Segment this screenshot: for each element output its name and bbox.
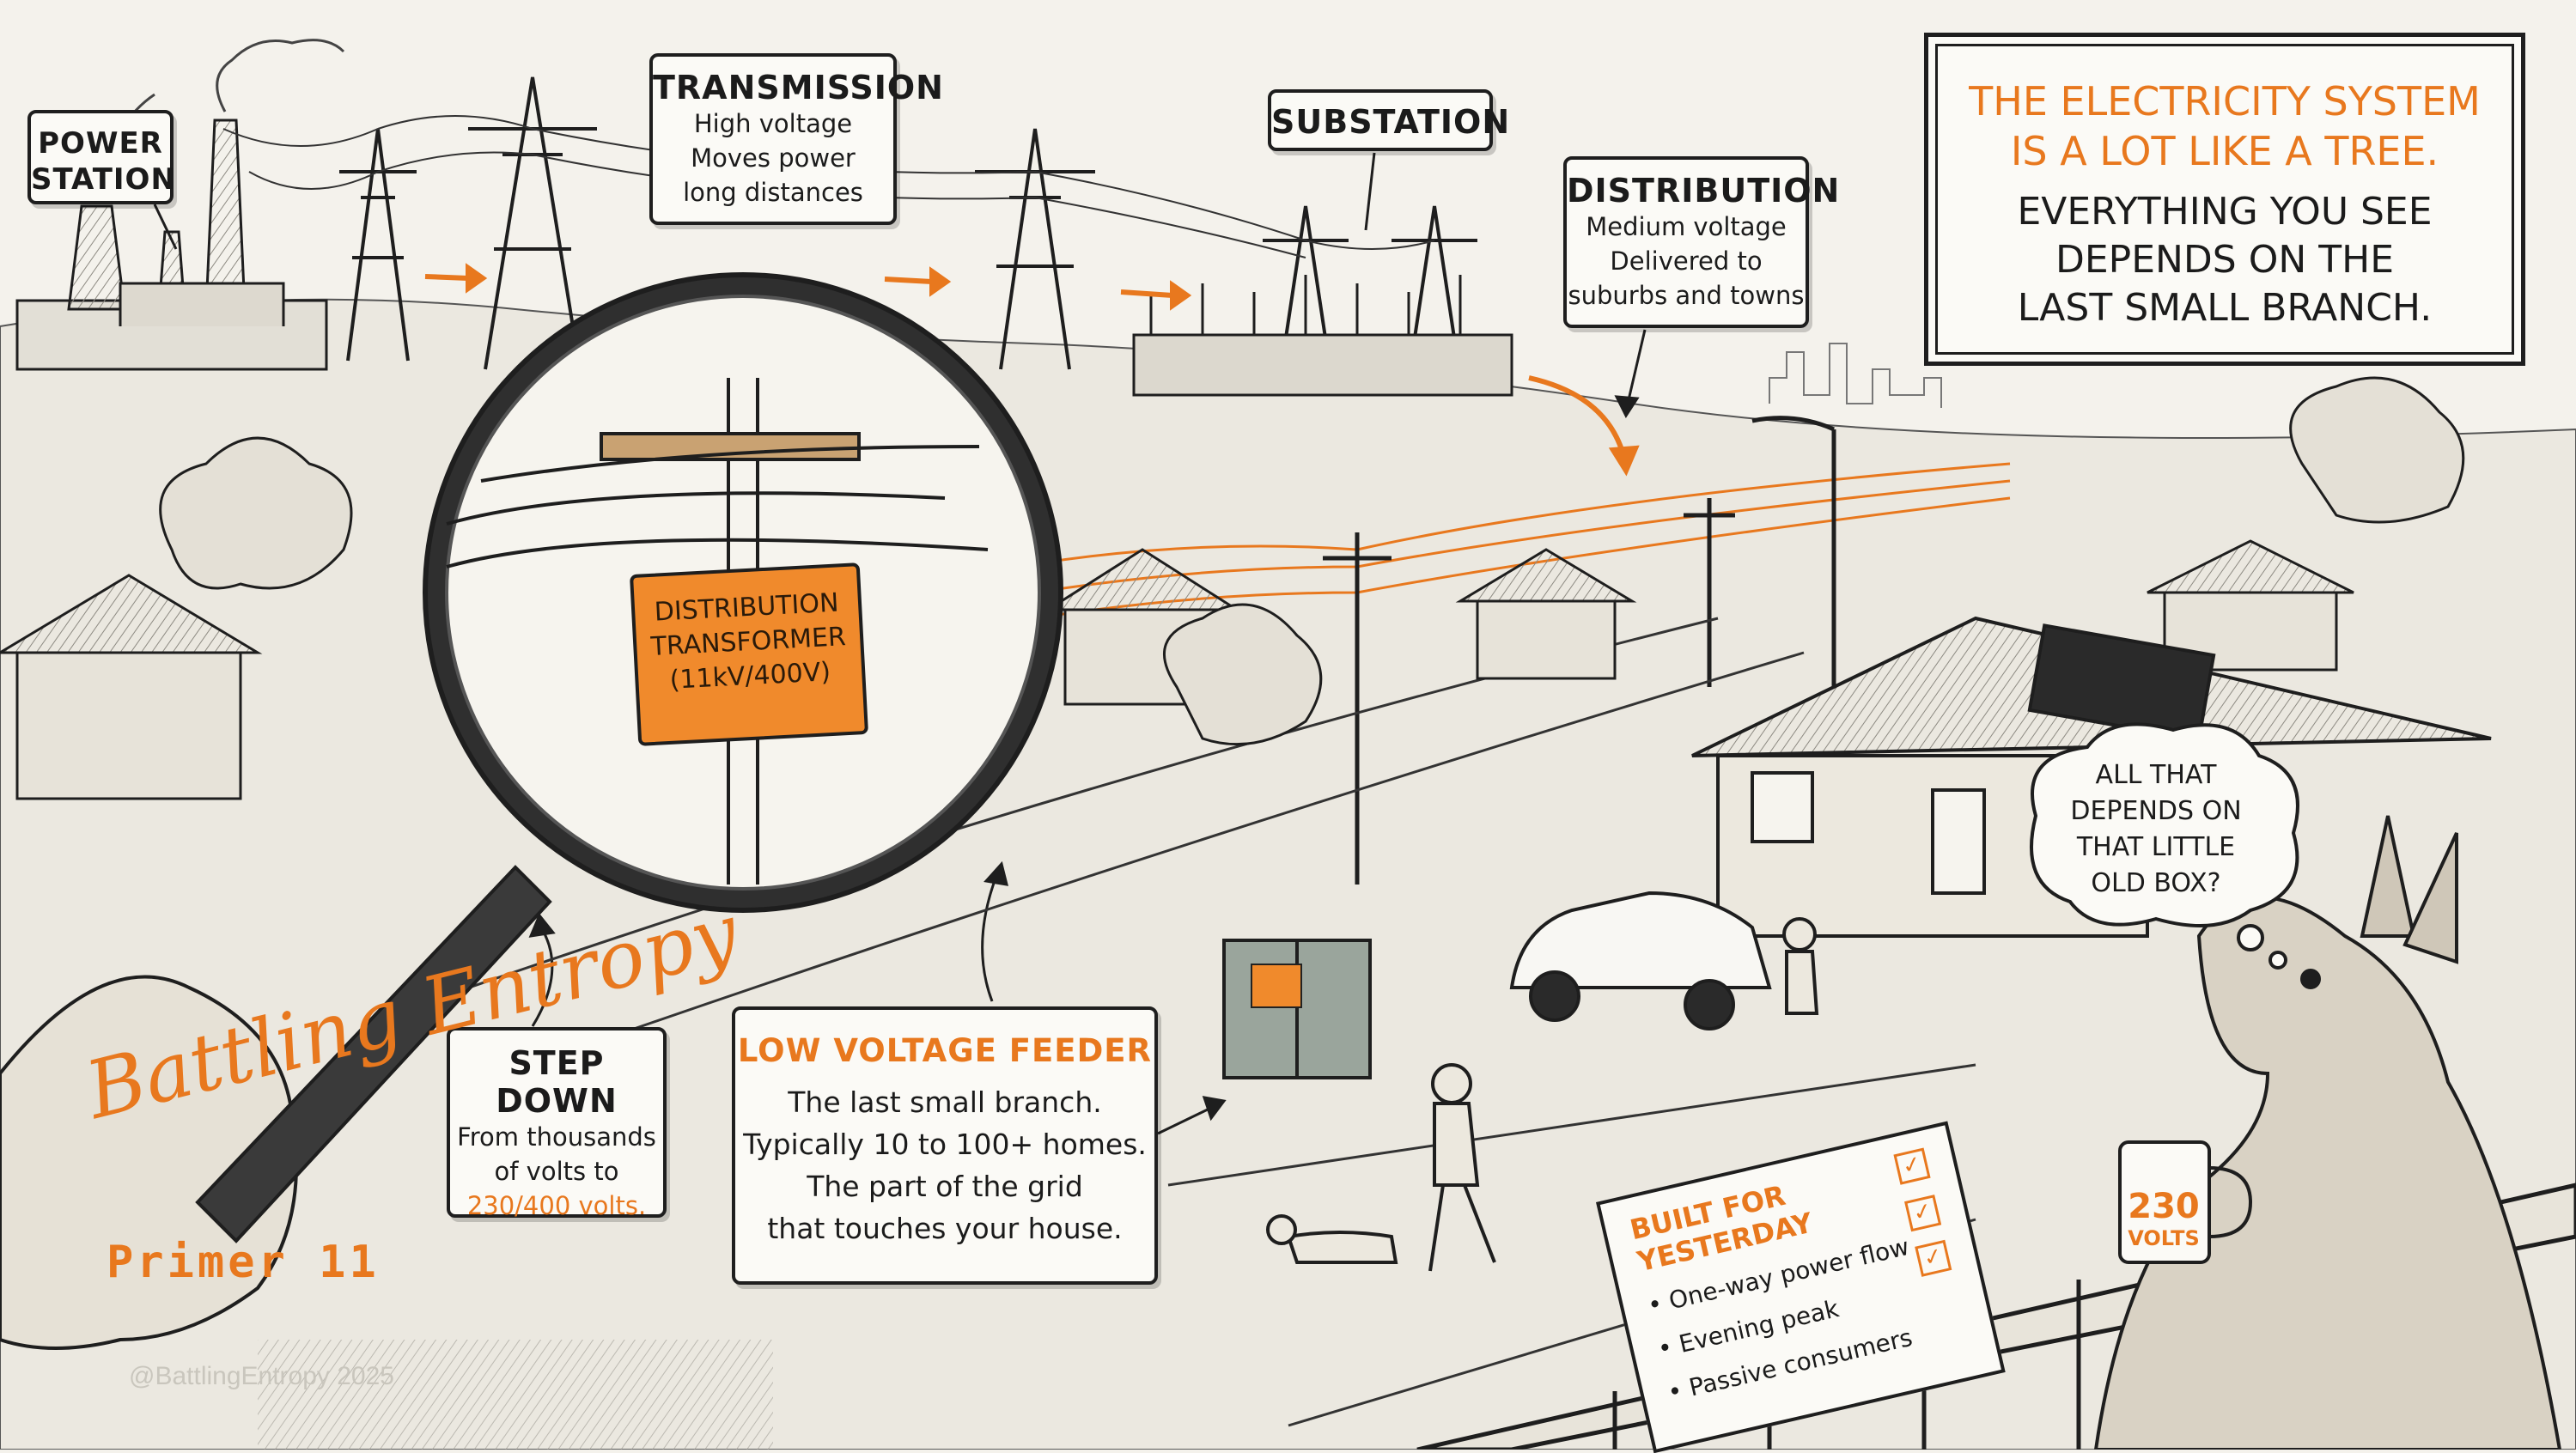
distribution-heading: DISTRIBUTION bbox=[1567, 172, 1841, 210]
substation-drawing bbox=[1132, 275, 1513, 397]
arrow-icon bbox=[424, 263, 1640, 477]
mug-label: 230 VOLTS bbox=[2125, 1187, 2202, 1250]
lv-feeder-heading: LOW VOLTAGE FEEDER bbox=[737, 1032, 1153, 1069]
mug-line-2: VOLTS bbox=[2128, 1226, 2200, 1250]
power-station-label: POWER STATION bbox=[27, 110, 176, 204]
primer-number: Primer 11 bbox=[107, 1237, 380, 1288]
step-down-highlight: 230/400 volts. bbox=[466, 1191, 647, 1220]
hand-holding-magnifier bbox=[0, 865, 552, 1350]
substation-heading: SUBSTATION bbox=[1271, 103, 1511, 141]
transmission-line-2: Moves power bbox=[691, 143, 856, 173]
thought-bubble-shape bbox=[2030, 722, 2299, 970]
gum-trees bbox=[159, 376, 2465, 746]
kangaroo bbox=[2093, 815, 2562, 1450]
callout-pointers bbox=[153, 152, 1647, 1135]
lv-feeder-line-4: that touches your house. bbox=[767, 1212, 1123, 1245]
low-voltage-feeder-label: LOW VOLTAGE FEEDER The last small branch… bbox=[732, 1006, 1158, 1285]
bubble-line-3: THAT LITTLE bbox=[2076, 832, 2236, 862]
power-station-line-2: STATION bbox=[31, 162, 176, 197]
title-orange-line-1: THE ELECTRICITY SYSTEM bbox=[1969, 78, 2481, 125]
substation-label: SUBSTATION bbox=[1268, 89, 1511, 151]
transformer-label: DISTRIBUTION TRANSFORMER (11kV/400V) bbox=[629, 562, 869, 746]
bubble-line-4: OLD BOX? bbox=[2091, 868, 2221, 898]
mug bbox=[2118, 1140, 2253, 1264]
lv-feeder-line-1: The last small branch. bbox=[788, 1085, 1102, 1119]
title-panel: THE ELECTRICITY SYSTEM IS A LOT LIKE A T… bbox=[1924, 33, 2525, 366]
distribution-line-2: Delivered to bbox=[1610, 246, 1763, 276]
title-black-line-1: EVERYTHING YOU SEE bbox=[2017, 190, 2433, 234]
transmission-line-3: long distances bbox=[683, 178, 863, 207]
distribution-line-3: suburbs and towns bbox=[1568, 281, 1805, 310]
title-black-line-3: LAST SMALL BRANCH. bbox=[2017, 286, 2433, 330]
step-down-line-2: of volts to bbox=[494, 1157, 619, 1186]
bubble-line-1: ALL THAT bbox=[2095, 760, 2217, 790]
transmission-line-1: High voltage bbox=[693, 109, 853, 138]
people-and-dog bbox=[1266, 917, 1819, 1272]
title-black-line-2: DEPENDS ON THE bbox=[2055, 238, 2395, 282]
power-station-drawing bbox=[15, 119, 328, 371]
power-poles bbox=[1323, 416, 1836, 885]
transmission-label: TRANSMISSION High voltage Moves power lo… bbox=[649, 53, 944, 225]
car bbox=[1509, 891, 1772, 1030]
title-orange-line-2: IS A LOT LIKE A TREE. bbox=[2010, 128, 2439, 174]
distribution-line-1: Medium voltage bbox=[1586, 212, 1787, 241]
power-station-line-1: POWER bbox=[38, 126, 163, 161]
step-down-label: STEP DOWN From thousands of volts to 230… bbox=[447, 1027, 667, 1220]
step-down-line-1: From thousands bbox=[457, 1122, 656, 1152]
distribution-label: DISTRIBUTION Medium voltage Delivered to… bbox=[1563, 156, 1841, 328]
lv-feeder-line-2: Typically 10 to 100+ homes. bbox=[743, 1128, 1147, 1161]
thought-bubble: ALL THAT DEPENDS ON THAT LITTLE OLD BOX? bbox=[2046, 757, 2266, 902]
city-skyline bbox=[1769, 343, 1942, 408]
step-down-heading: STEP DOWN bbox=[496, 1044, 618, 1120]
low-voltage-cabinet bbox=[1222, 939, 1372, 1079]
mug-line-1: 230 bbox=[2128, 1187, 2200, 1226]
lv-feeder-line-3: The part of the grid bbox=[807, 1170, 1083, 1203]
bubble-line-2: DEPENDS ON bbox=[2070, 796, 2242, 826]
watermark: @BattlingEntropy 2025 bbox=[129, 1362, 394, 1390]
transmission-heading: TRANSMISSION bbox=[653, 69, 944, 106]
warning-triangle-icon bbox=[1251, 964, 1302, 1008]
